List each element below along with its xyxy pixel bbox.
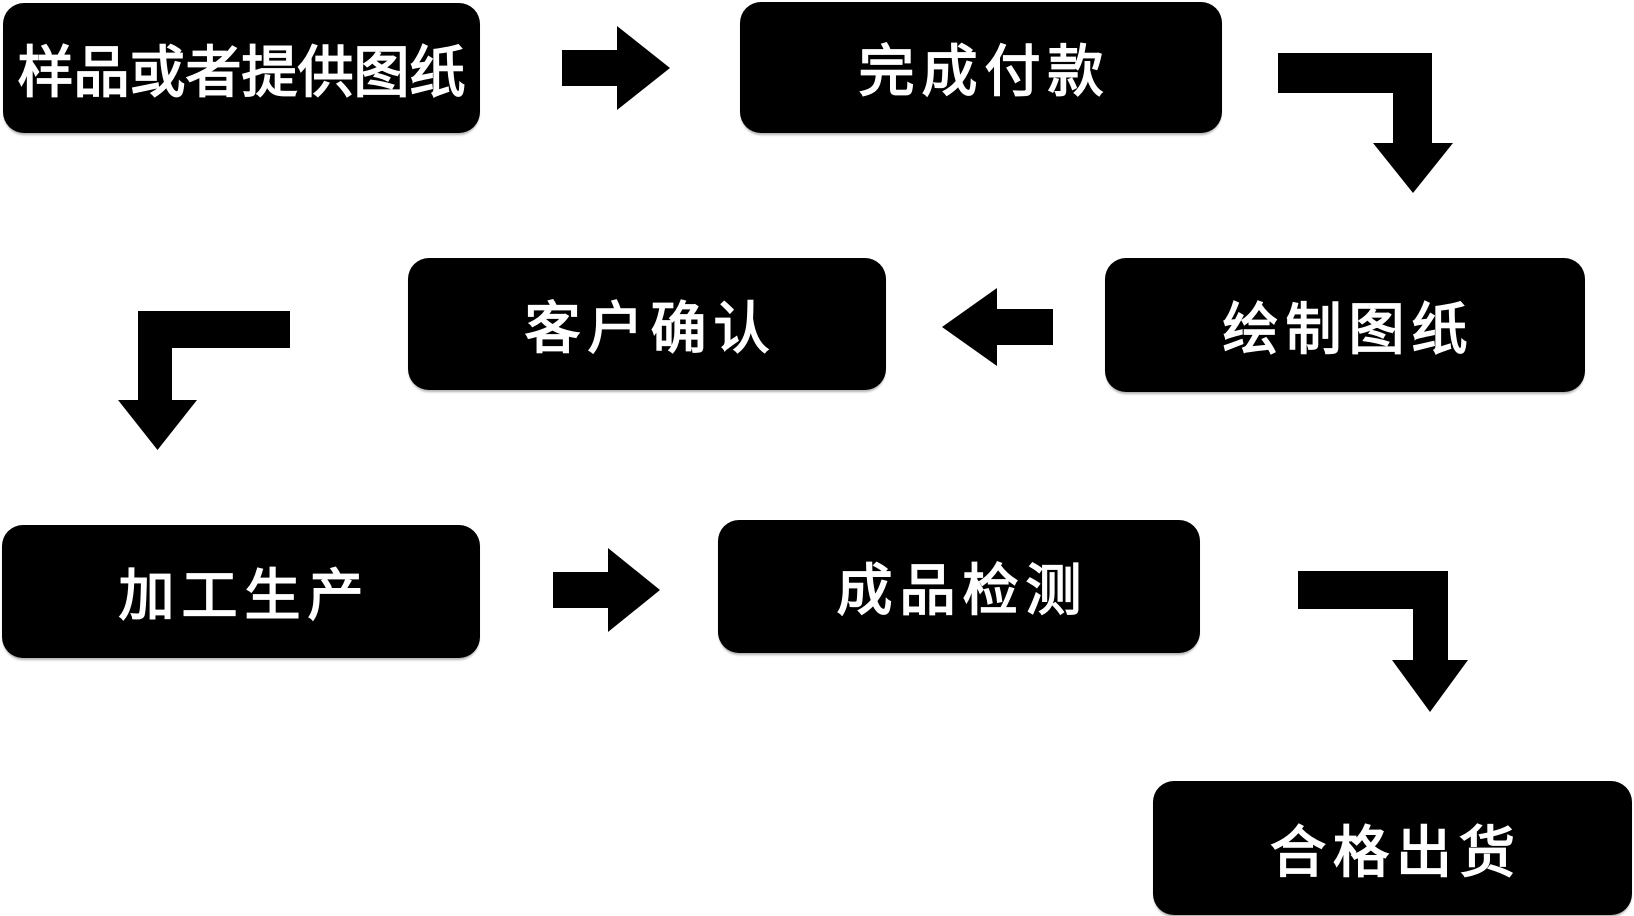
arrow-right-icon <box>553 548 660 632</box>
node-label: 样品或者提供图纸 <box>17 40 466 106</box>
node-label: 客户确认 <box>524 296 777 362</box>
node-label: 完成付款 <box>858 40 1111 105</box>
node-label: 加工生产 <box>118 564 371 629</box>
arrow-left-icon <box>942 288 1053 366</box>
elbow-arrow-down-left-icon <box>118 311 290 450</box>
node-draw-drawing: 绘制图纸 <box>1105 258 1585 392</box>
node-label: 成品检测 <box>836 559 1089 624</box>
node-label: 合格出货 <box>1270 820 1522 886</box>
elbow-arrow-down-right-icon <box>1298 571 1468 712</box>
elbow-arrow-down-right-icon <box>1278 53 1453 193</box>
node-complete-payment: 完成付款 <box>740 2 1222 133</box>
node-product-inspection: 成品检测 <box>718 520 1200 653</box>
node-label: 绘制图纸 <box>1222 297 1475 363</box>
node-sample-or-drawing: 样品或者提供图纸 <box>3 3 480 133</box>
node-processing-production: 加工生产 <box>2 525 480 658</box>
node-customer-confirmation: 客户确认 <box>408 258 886 390</box>
node-qualified-shipment: 合格出货 <box>1153 781 1632 915</box>
arrow-right-icon <box>562 26 670 110</box>
